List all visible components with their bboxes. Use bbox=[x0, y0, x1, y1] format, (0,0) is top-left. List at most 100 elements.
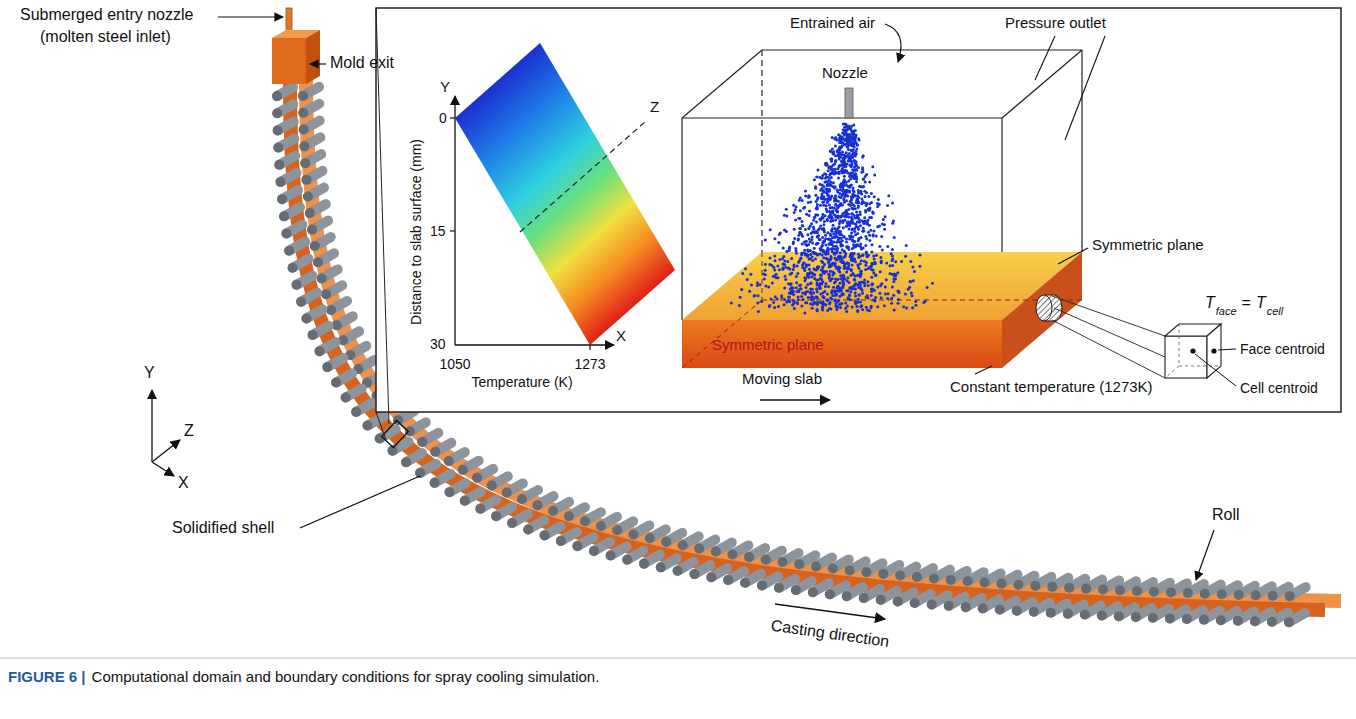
slab-side bbox=[1002, 252, 1082, 368]
droplet bbox=[843, 179, 846, 182]
droplet bbox=[785, 250, 788, 253]
droplet bbox=[841, 188, 844, 191]
droplet bbox=[852, 143, 855, 146]
droplet bbox=[865, 306, 868, 309]
droplet bbox=[790, 257, 793, 260]
droplet bbox=[902, 305, 905, 308]
droplet bbox=[913, 270, 916, 273]
droplet bbox=[815, 176, 818, 179]
droplet bbox=[824, 177, 827, 180]
droplet bbox=[850, 155, 853, 158]
droplet bbox=[864, 210, 867, 213]
droplet bbox=[821, 195, 824, 198]
droplet bbox=[876, 305, 879, 308]
droplet bbox=[784, 278, 787, 281]
droplet bbox=[858, 138, 861, 141]
droplet bbox=[810, 271, 813, 274]
roll-end bbox=[276, 177, 286, 187]
droplet bbox=[838, 141, 841, 144]
droplet bbox=[788, 267, 791, 270]
droplet bbox=[821, 228, 824, 231]
droplet bbox=[884, 215, 887, 218]
tick-label: 0 bbox=[439, 110, 447, 126]
droplet bbox=[836, 247, 839, 250]
roll-end bbox=[298, 108, 308, 118]
droplet bbox=[799, 197, 802, 200]
droplet bbox=[845, 212, 848, 215]
droplet bbox=[862, 253, 865, 256]
droplet bbox=[883, 223, 886, 226]
droplet bbox=[840, 237, 843, 240]
droplet bbox=[860, 171, 863, 174]
droplet bbox=[800, 295, 803, 298]
roll-end bbox=[678, 540, 688, 550]
droplet bbox=[846, 267, 849, 270]
droplet bbox=[864, 195, 867, 198]
droplet bbox=[885, 278, 888, 281]
droplet bbox=[848, 234, 851, 237]
motion-label: Moving slab bbox=[742, 370, 822, 387]
droplet bbox=[785, 215, 788, 218]
droplet bbox=[776, 298, 779, 301]
roll-end bbox=[723, 575, 733, 585]
droplet bbox=[812, 219, 815, 222]
leader-line bbox=[1035, 36, 1055, 80]
droplet bbox=[776, 264, 779, 267]
droplet bbox=[919, 253, 922, 256]
droplet bbox=[816, 235, 819, 238]
roll-end bbox=[274, 160, 284, 170]
droplet bbox=[785, 301, 788, 304]
droplet bbox=[826, 293, 829, 296]
roll-end bbox=[606, 550, 616, 560]
droplet bbox=[796, 301, 799, 304]
droplet bbox=[861, 292, 864, 295]
outlet-label: Pressure outlet bbox=[1005, 14, 1106, 31]
roll-end bbox=[929, 574, 939, 584]
droplet bbox=[805, 301, 808, 304]
droplet bbox=[853, 230, 856, 233]
droplet bbox=[892, 220, 895, 223]
droplet bbox=[816, 242, 819, 245]
roll-end bbox=[1268, 591, 1278, 601]
droplet bbox=[869, 229, 872, 232]
droplet bbox=[816, 290, 819, 293]
droplet bbox=[887, 194, 890, 197]
droplet bbox=[851, 162, 854, 165]
droplet bbox=[821, 241, 824, 244]
plane-label: Symmetric plane bbox=[1092, 236, 1204, 253]
droplet bbox=[874, 274, 877, 277]
shell-label: Solidified shell bbox=[172, 519, 274, 537]
droplet bbox=[772, 301, 775, 304]
droplet bbox=[848, 152, 851, 155]
roll-end bbox=[622, 555, 632, 565]
droplet bbox=[863, 190, 866, 193]
droplet bbox=[852, 148, 855, 151]
droplet bbox=[830, 265, 833, 268]
droplet bbox=[854, 295, 857, 298]
droplet bbox=[826, 198, 829, 201]
roll-end bbox=[331, 378, 341, 388]
roll-end bbox=[1114, 611, 1124, 621]
droplet bbox=[828, 273, 831, 276]
droplet bbox=[840, 160, 843, 163]
droplet bbox=[850, 274, 853, 277]
droplet bbox=[830, 297, 833, 300]
roll-end bbox=[1165, 613, 1175, 623]
droplet bbox=[845, 271, 848, 274]
leader-line bbox=[1195, 354, 1236, 386]
droplet bbox=[799, 227, 802, 230]
droplet bbox=[811, 242, 814, 245]
roll-end bbox=[284, 246, 294, 256]
roll-end bbox=[507, 518, 517, 528]
droplet bbox=[850, 232, 853, 235]
droplet bbox=[777, 241, 780, 244]
droplet bbox=[849, 291, 852, 294]
droplet bbox=[881, 249, 884, 252]
droplet bbox=[784, 266, 787, 269]
roll-end bbox=[572, 541, 582, 551]
droplet bbox=[774, 259, 777, 262]
roll-end bbox=[995, 605, 1005, 615]
droplet bbox=[880, 235, 883, 238]
droplet bbox=[852, 222, 855, 225]
droplet bbox=[875, 235, 878, 238]
